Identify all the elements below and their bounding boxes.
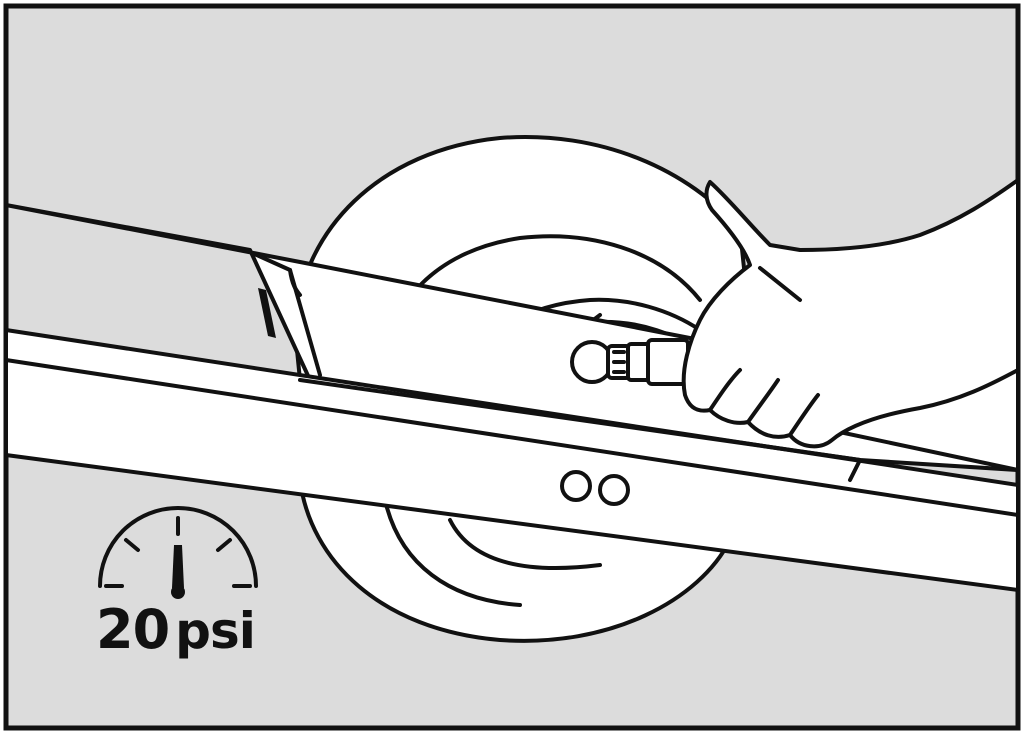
tire-pressure-unit: psi	[175, 602, 256, 660]
hand	[681, 178, 1020, 449]
tire-pressure-value: 20	[96, 598, 170, 661]
pressure-gauge-icon	[98, 506, 258, 599]
tire-lower	[298, 478, 732, 643]
pump-nozzle	[570, 338, 690, 386]
